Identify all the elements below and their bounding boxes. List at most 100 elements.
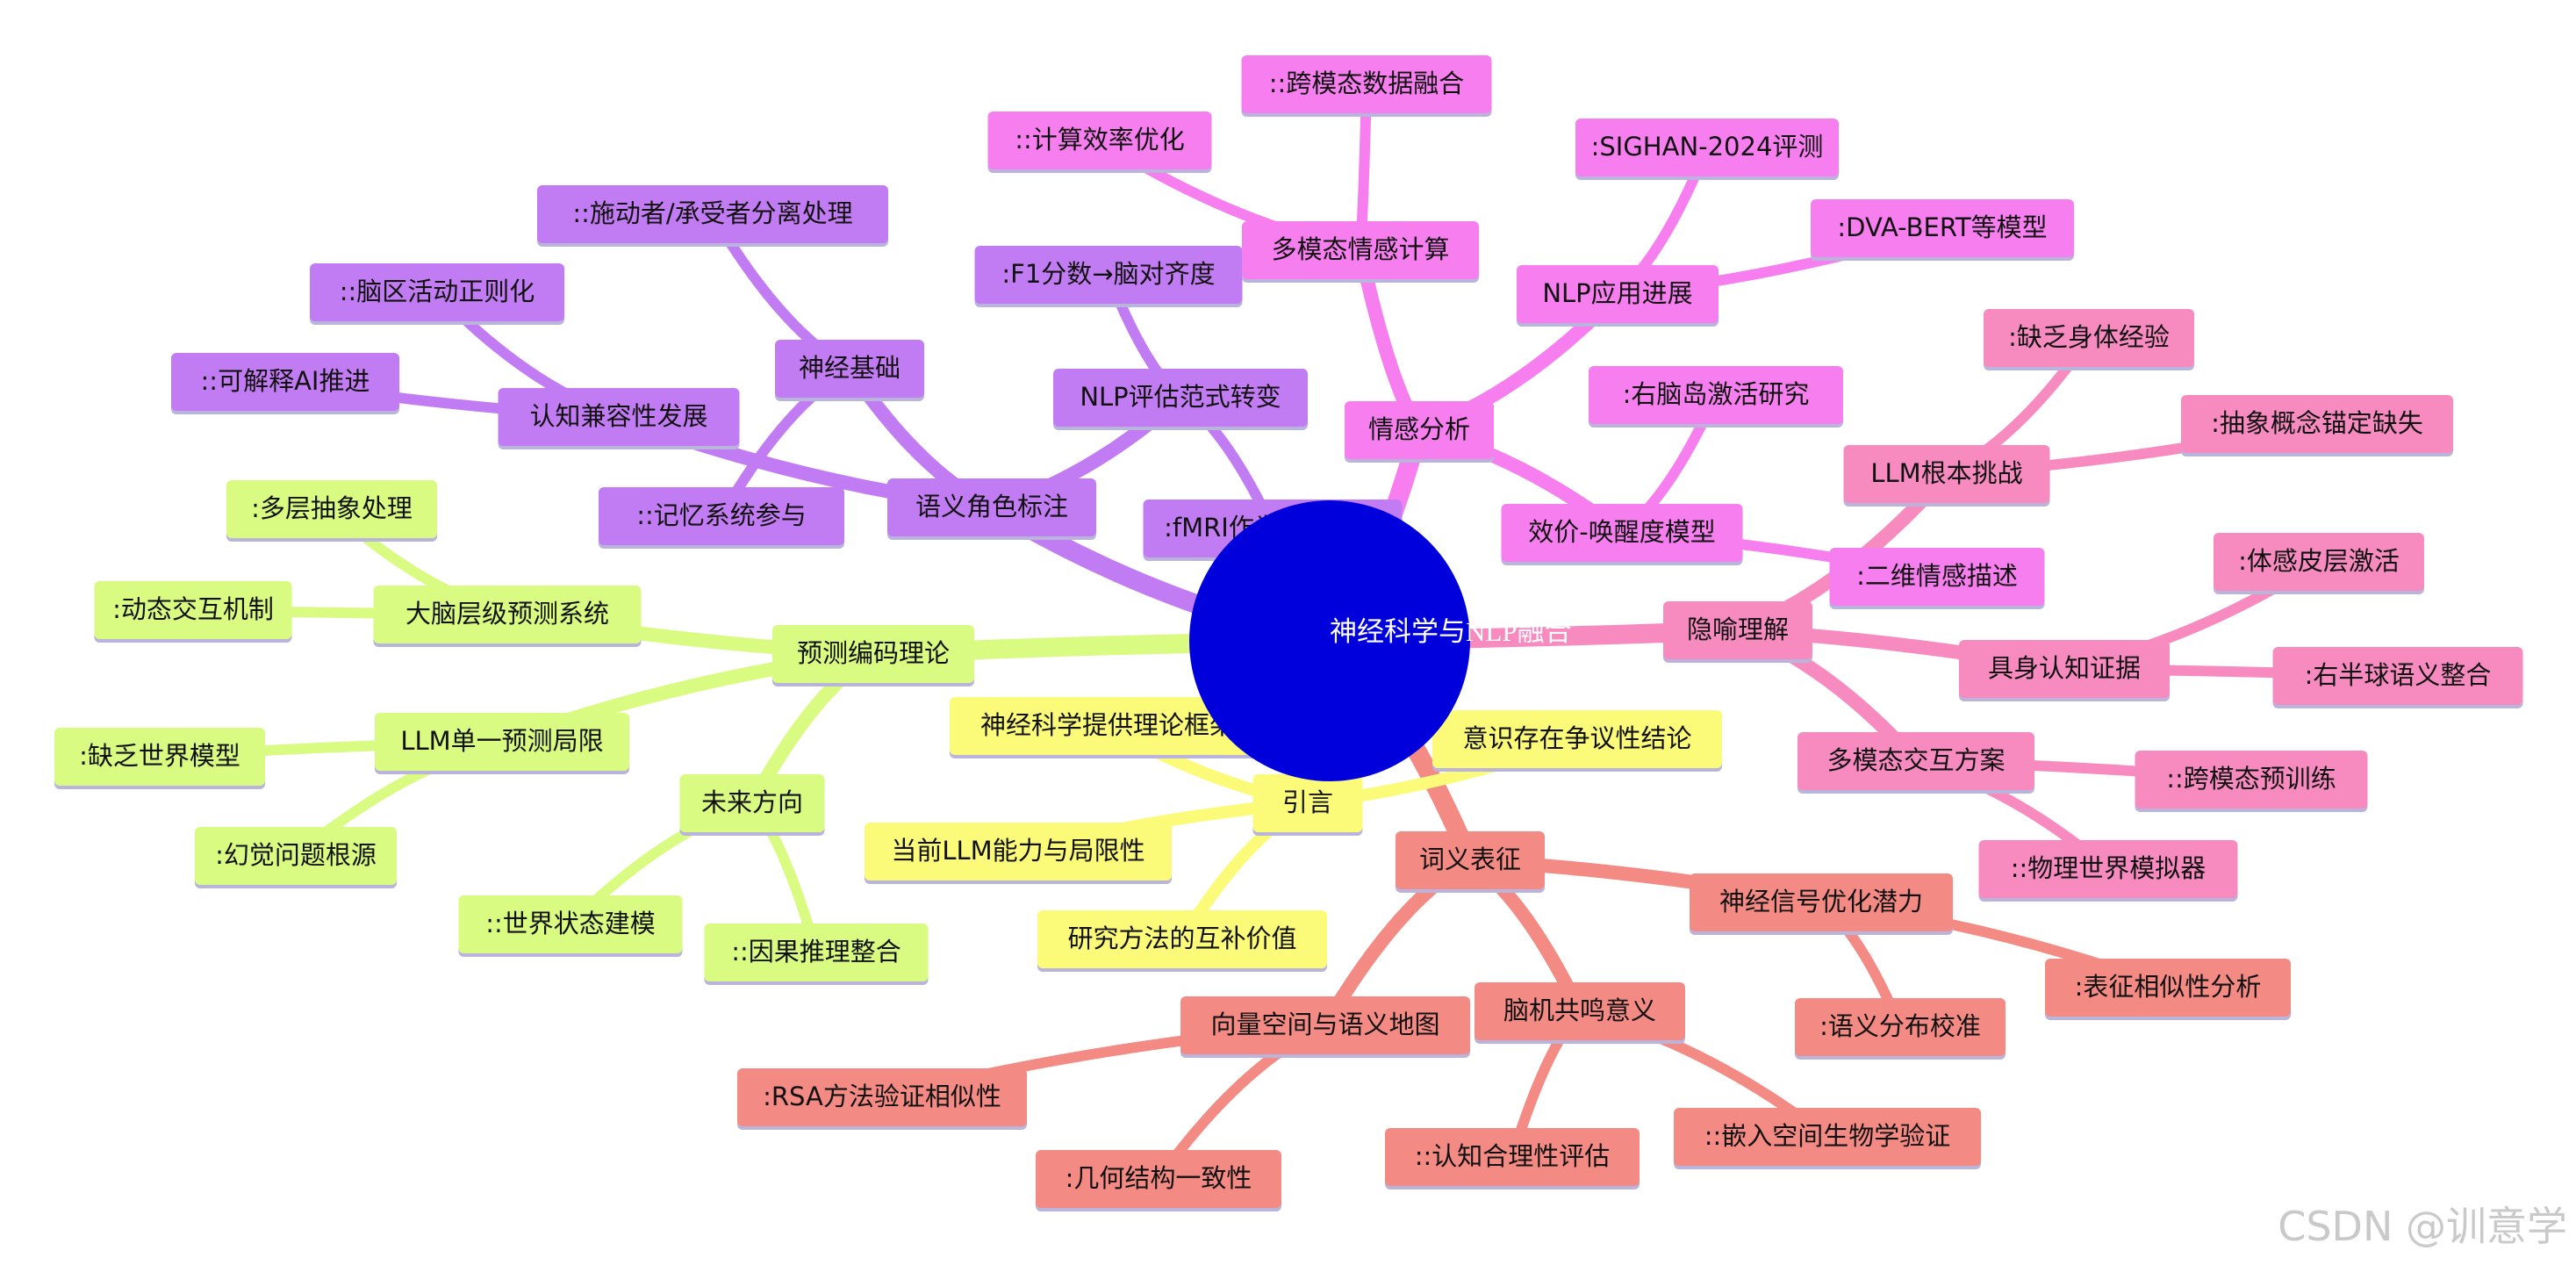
- topic-box: [375, 713, 629, 771]
- topic-node-p6[interactable]: ::脑区活动正则化: [310, 263, 564, 325]
- topic-node-g3[interactable]: :多层抽象处理: [226, 480, 437, 542]
- topic-box: [1252, 774, 1363, 832]
- topic-node-s1[interactable]: 词义表征: [1396, 831, 1545, 893]
- topic-box: [2214, 533, 2424, 591]
- topic-node-r6[interactable]: :体感皮层激活: [2214, 533, 2424, 594]
- topic-node-r5[interactable]: 具身认知证据: [1959, 640, 2170, 701]
- topic-box: [1663, 601, 1812, 659]
- topic-node-y1[interactable]: 引言: [1252, 774, 1363, 836]
- watermark: CSDN @训意学: [2278, 1203, 2567, 1250]
- topic-node-g10[interactable]: ::因果推理整合: [704, 924, 929, 985]
- topic-box: [537, 185, 888, 243]
- topic-label: ::跨模态数据融合: [1269, 68, 1465, 98]
- topic-label: :缺乏世界模型: [79, 741, 240, 771]
- topic-label: ::物理世界模拟器: [2011, 853, 2206, 883]
- topic-node-g1[interactable]: 预测编码理论: [772, 625, 974, 686]
- topic-label: 多模态情感计算: [1271, 234, 1449, 264]
- topic-box: [54, 728, 265, 786]
- topic-node-g5[interactable]: LLM单一预测局限: [375, 713, 629, 774]
- topic-label: :SIGHAN-2024评测: [1591, 132, 1824, 162]
- topic-node-k8[interactable]: 效价-唤醒度模型: [1501, 504, 1743, 565]
- topic-node-p3[interactable]: ::施动者/承受者分离处理: [537, 185, 888, 247]
- topic-box: [704, 924, 929, 981]
- topic-label: NLP评估范式转变: [1080, 382, 1281, 412]
- topic-label: ::施动者/承受者分离处理: [572, 198, 852, 228]
- topic-node-g9[interactable]: ::世界状态建模: [458, 895, 683, 957]
- topic-label: 语义角色标注: [915, 492, 1068, 521]
- topic-node-y3[interactable]: 意识存在争议性结论: [1432, 710, 1722, 772]
- topic-label: LLM根本挑战: [1870, 458, 2022, 488]
- topic-node-g2[interactable]: 大脑层级预测系统: [373, 586, 642, 647]
- topic-node-s4[interactable]: :表征相似性分析: [2045, 959, 2291, 1020]
- topic-label: 神经信号优化潜力: [1719, 887, 1923, 916]
- topic-node-p2[interactable]: 神经基础: [775, 340, 924, 401]
- topic-label: :语义分布校准: [1819, 1011, 1981, 1041]
- topic-node-p4[interactable]: ::记忆系统参与: [599, 487, 844, 549]
- topic-box: [1795, 998, 2006, 1056]
- topic-node-y5[interactable]: 研究方法的互补价值: [1037, 910, 1327, 972]
- topic-box: [1180, 996, 1470, 1054]
- topic-box: [1501, 504, 1743, 562]
- topic-label: :幻觉问题根源: [215, 840, 377, 870]
- topic-box: [950, 697, 1266, 755]
- topic-box: [1432, 710, 1722, 768]
- topic-node-s7[interactable]: ::嵌入空间生物学验证: [1674, 1108, 1981, 1169]
- topic-label: :RSA方法验证相似性: [763, 1082, 1001, 1111]
- topic-node-k4[interactable]: ::跨模态数据融合: [1241, 55, 1492, 117]
- topic-label: ::嵌入空间生物学验证: [1704, 1121, 1951, 1151]
- topic-node-r8[interactable]: 多模态交互方案: [1797, 732, 2034, 794]
- topic-label: ::世界状态建模: [485, 909, 656, 938]
- topic-node-k7[interactable]: :DVA-BERT等模型: [1811, 199, 2074, 261]
- topic-box: [1797, 732, 2034, 790]
- topic-box: [1242, 221, 1479, 279]
- topic-label: :DVA-BERT等模型: [1837, 212, 2047, 242]
- topic-node-p8[interactable]: NLP评估范式转变: [1053, 369, 1308, 430]
- topic-label: :多层抽象处理: [251, 493, 413, 523]
- topic-node-k1[interactable]: 情感分析: [1345, 401, 1494, 463]
- topic-node-p7[interactable]: ::可解释AI推进: [171, 353, 399, 414]
- topic-label: ::记忆系统参与: [636, 500, 807, 530]
- topic-node-r3[interactable]: :缺乏身体经验: [1984, 309, 2194, 370]
- root-circle: [1189, 500, 1470, 781]
- topic-node-s2[interactable]: 神经信号优化潜力: [1690, 873, 1953, 935]
- topic-node-g7[interactable]: :幻觉问题根源: [195, 827, 397, 888]
- topic-node-r4[interactable]: :抽象概念锚定缺失: [2181, 395, 2453, 456]
- topic-box: [1811, 199, 2074, 257]
- topic-label: ::因果推理整合: [731, 937, 901, 967]
- topic-node-g4[interactable]: :动态交互机制: [94, 581, 292, 643]
- topic-node-r7[interactable]: :右半球语义整合: [2272, 647, 2523, 708]
- topic-node-k9[interactable]: :右脑岛激活研究: [1589, 366, 1843, 428]
- topic-node-s8[interactable]: 向量空间与语义地图: [1180, 996, 1470, 1058]
- topic-node-s10[interactable]: :几何结构一致性: [1036, 1150, 1281, 1211]
- topic-box: [1589, 366, 1843, 424]
- topic-node-p9[interactable]: :F1分数→脑对齐度: [974, 246, 1243, 307]
- topic-node-s5[interactable]: 脑机共鸣意义: [1475, 982, 1685, 1044]
- topic-label: 意识存在争议性结论: [1462, 723, 1691, 753]
- topic-box: [1575, 119, 1839, 176]
- topic-node-r10[interactable]: ::物理世界模拟器: [1978, 840, 2238, 902]
- topic-node-k10[interactable]: :二维情感描述: [1829, 548, 2045, 609]
- topic-node-p5[interactable]: 认知兼容性发展: [498, 388, 740, 449]
- topic-node-p1[interactable]: 语义角色标注: [887, 478, 1096, 540]
- topic-box: [1037, 910, 1327, 968]
- topic-node-k6[interactable]: :SIGHAN-2024评测: [1575, 119, 1839, 180]
- topic-node-r2[interactable]: LLM根本挑战: [1843, 445, 2050, 507]
- topic-node-g6[interactable]: :缺乏世界模型: [54, 728, 265, 789]
- topic-label: :右半球语义整合: [2305, 660, 2492, 690]
- topic-label: :缺乏身体经验: [2008, 322, 2170, 352]
- topic-node-r9[interactable]: ::跨模态预训练: [2135, 751, 2368, 812]
- topic-node-s9[interactable]: :RSA方法验证相似性: [737, 1068, 1027, 1130]
- topic-node-g8[interactable]: 未来方向: [679, 774, 825, 836]
- topic-node-r1[interactable]: 隐喻理解: [1663, 601, 1812, 663]
- topic-node-s3[interactable]: :语义分布校准: [1795, 998, 2006, 1060]
- topic-node-k5[interactable]: NLP应用进展: [1517, 265, 1719, 327]
- topic-label: 多模态交互方案: [1826, 745, 2005, 775]
- topic-node-y4[interactable]: 当前LLM能力与局限性: [865, 823, 1172, 884]
- root-topic[interactable]: 神经科学与NLP融合: [1189, 500, 1572, 781]
- topic-label: 当前LLM能力与局限性: [891, 836, 1144, 866]
- topic-node-s6[interactable]: ::认知合理性评估: [1385, 1128, 1640, 1190]
- topic-box: [974, 246, 1243, 304]
- topic-node-y2[interactable]: 神经科学提供理论框架: [950, 697, 1266, 758]
- topic-node-k3[interactable]: ::计算效率优化: [987, 111, 1212, 173]
- topic-node-k2[interactable]: 多模态情感计算: [1242, 221, 1479, 283]
